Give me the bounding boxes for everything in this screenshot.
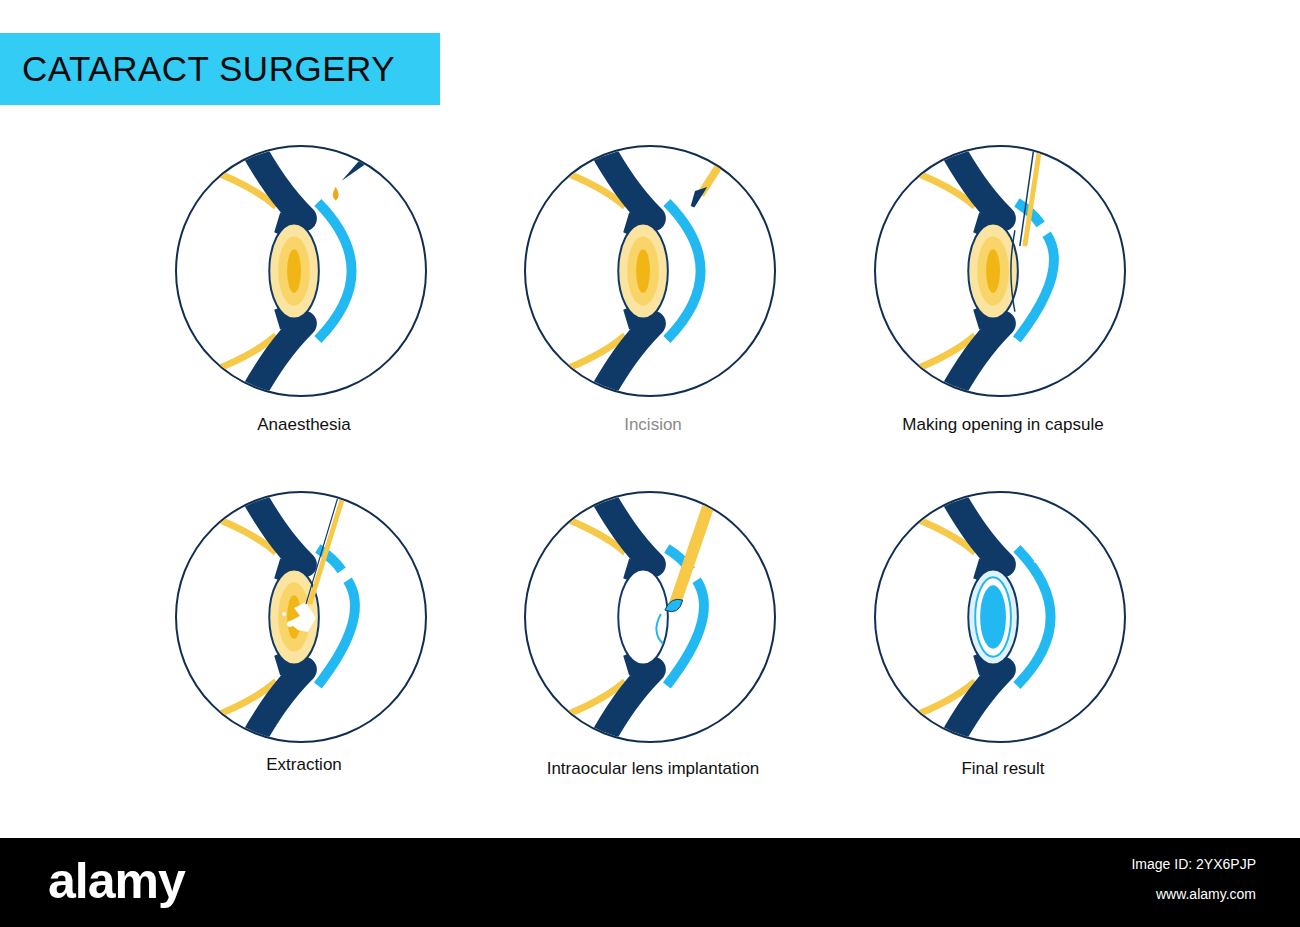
eye-drawing bbox=[876, 147, 1124, 395]
eye-drawing bbox=[526, 493, 774, 741]
step-caption: Intraocular lens implantation bbox=[466, 759, 840, 779]
step-circle: Making opening in capsule bbox=[874, 145, 1126, 397]
eye-drawing bbox=[526, 147, 774, 395]
watermark-logo: alamy bbox=[48, 852, 185, 910]
title: CATARACT SURGERY bbox=[0, 49, 395, 89]
image-id: Image ID: 2YX6PJP bbox=[1131, 856, 1256, 872]
source-url: www.alamy.com bbox=[1156, 886, 1256, 902]
eye-illustration bbox=[526, 493, 774, 741]
footer-bar bbox=[0, 838, 1300, 927]
step-caption: Final result bbox=[816, 759, 1190, 779]
step-circle: Incision bbox=[524, 145, 776, 397]
step-caption: Incision bbox=[466, 415, 840, 435]
step-caption: Extraction bbox=[117, 755, 491, 775]
step-circle: Extraction bbox=[175, 491, 427, 743]
step-circle: Anaesthesia bbox=[175, 145, 427, 397]
step-circle: Intraocular lens implantation bbox=[524, 491, 776, 743]
step-circle: Final result bbox=[874, 491, 1126, 743]
eye-illustration bbox=[177, 493, 425, 741]
eye-illustration bbox=[526, 147, 774, 395]
eye-illustration bbox=[876, 493, 1124, 741]
step-caption: Making opening in capsule bbox=[816, 415, 1190, 435]
step-caption: Anaesthesia bbox=[117, 415, 491, 435]
eye-illustration bbox=[876, 147, 1124, 395]
eye-drawing bbox=[177, 493, 425, 741]
eye-illustration bbox=[177, 147, 425, 395]
eye-drawing bbox=[876, 493, 1124, 741]
eye-drawing bbox=[177, 147, 425, 395]
title-banner: CATARACT SURGERY bbox=[0, 33, 440, 105]
